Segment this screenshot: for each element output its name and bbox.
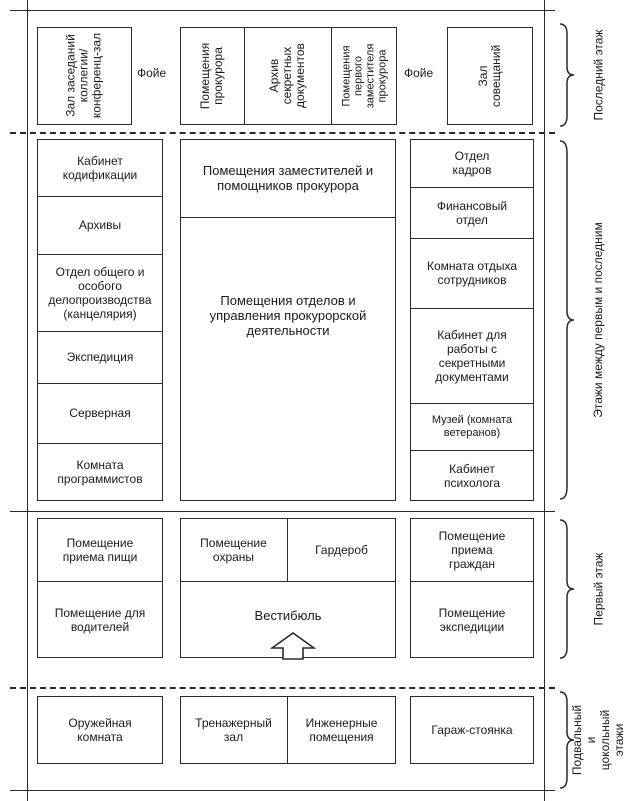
first-center-block [180, 518, 396, 658]
label-basement: Подвальный и цокольный этажи [570, 704, 627, 776]
divider-prosecutor-archive [244, 27, 245, 125]
room-first-deputy-label: Помещения первого заместителя прокурора [340, 43, 388, 108]
divider [410, 450, 534, 451]
room-museum: Музей (комната ветеранов) [431, 413, 513, 439]
entrance-arrow-icon [270, 632, 316, 660]
label-top-floor: Последний этаж [591, 29, 606, 121]
divider [37, 196, 163, 197]
floor-separator-first [10, 511, 555, 512]
divider [410, 403, 534, 404]
room-chancellery: Отдел общего и особого делопроизводства … [48, 264, 152, 321]
divider [287, 518, 288, 581]
foyer-right-label: Фойе [404, 66, 434, 80]
room-engineering: Инженерные помещения [305, 716, 378, 744]
room-meeting-hall: Зал совещаний [447, 27, 533, 125]
foyer-left-label: Фойе [137, 66, 167, 80]
room-meeting-hall-label: Зал совещаний [475, 44, 503, 107]
room-wardrobe: Гардероб [315, 542, 368, 557]
building-top-edge [10, 10, 555, 11]
divider [410, 238, 534, 239]
divider [180, 581, 396, 582]
label-middle-floors: Этажи между первым и последним [591, 222, 606, 418]
room-server: Серверная [69, 406, 131, 420]
room-hall-collegium-label: Зал заседаний коллегии/ конференц-зал [63, 32, 104, 119]
room-reception: Помещение приема граждан [438, 528, 506, 571]
divider [37, 581, 163, 582]
room-lobby: Вестибюль [254, 607, 322, 623]
room-garage [410, 696, 534, 764]
room-prosecutor: Помещения прокурора [181, 28, 243, 123]
room-hr: Отдел кадров [452, 149, 492, 177]
divider [287, 696, 288, 764]
room-expedition-first: Помещение экспедиции [438, 605, 506, 634]
room-secret-work: Кабинет для работы с секретными документ… [435, 327, 509, 384]
room-gym: Тренажерный зал [195, 716, 272, 744]
brace-first-floor-icon [559, 519, 575, 659]
divider-archive-deputy [331, 27, 332, 125]
room-armory [37, 696, 163, 764]
room-first-deputy: Помещения первого заместителя прокурора [332, 28, 396, 123]
room-drivers: Помещение для водителей [54, 605, 146, 634]
room-prosecutor-label: Помещения прокурора [198, 42, 225, 109]
room-archives: Архивы [78, 218, 122, 232]
room-garage-label: Гараж-стоянка [431, 723, 513, 737]
room-expedition: Экспедиция [66, 350, 134, 364]
brace-basement-icon [559, 691, 575, 789]
middle-right-column [410, 139, 534, 501]
room-psychologist: Кабинет психолога [443, 461, 501, 490]
room-secret-archive: Архив секретных документов [245, 28, 330, 123]
floor-separator-basement [10, 687, 555, 689]
middle-left-column [37, 139, 163, 501]
room-rest: Комната отдыха сотрудников [427, 259, 517, 287]
building-bottom-edge [10, 790, 555, 791]
room-departments: Помещения отделов и управления прокурорс… [209, 292, 367, 338]
divider [180, 217, 396, 218]
divider [37, 254, 163, 255]
room-security: Помещение охраны [200, 535, 267, 564]
divider [37, 443, 163, 444]
brace-top-floor-icon [559, 23, 575, 127]
brace-middle-floors-icon [559, 140, 575, 500]
divider [37, 331, 163, 332]
first-left-column [37, 518, 163, 658]
floor-separator-top [10, 132, 555, 134]
building-right-wall [544, 0, 545, 801]
basement-center-block [180, 696, 396, 764]
room-dining: Помещение приема пищи [62, 535, 138, 564]
first-right-column [410, 518, 534, 658]
room-armory-label: Оружейная комната [68, 716, 132, 744]
middle-center-block [180, 139, 396, 501]
room-secret-archive-label: Архив секретных документов [267, 43, 307, 108]
divider [410, 581, 534, 582]
room-programmers: Комната программистов [57, 458, 143, 486]
room-codification: Кабинет кодификации [62, 153, 138, 182]
divider [37, 383, 163, 384]
label-first-floor: Первый этаж [591, 552, 605, 626]
room-hall-collegium: Зал заседаний коллегии/ конференц-зал [37, 27, 132, 125]
divider [410, 308, 534, 309]
room-finance: Финансовый отдел [436, 198, 508, 227]
room-deputies: Помещения заместителей и помощников прок… [202, 163, 374, 193]
building-left-wall [27, 0, 28, 801]
divider [410, 187, 534, 188]
room-block-prosecutor [180, 27, 397, 125]
